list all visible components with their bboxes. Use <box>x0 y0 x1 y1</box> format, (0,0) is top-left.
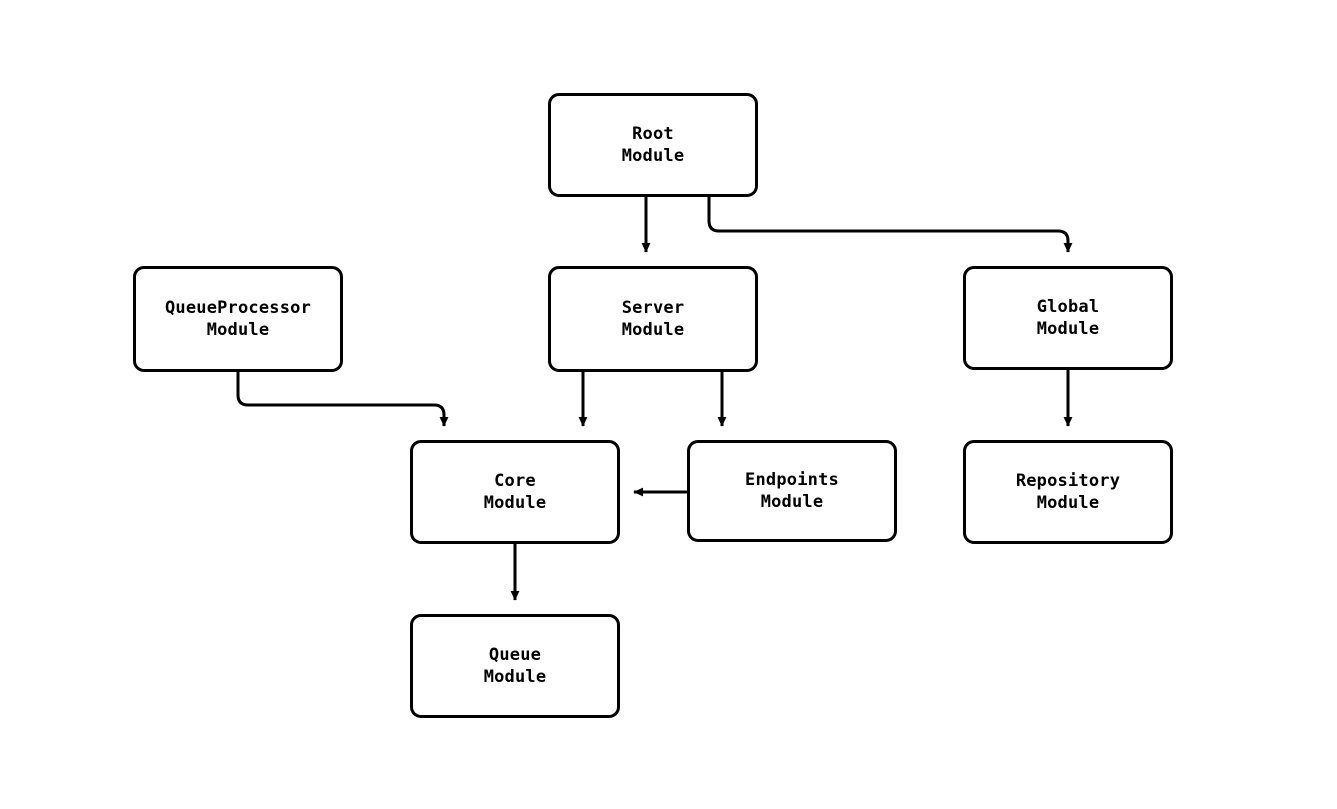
node-label-suffix: Module <box>621 146 685 166</box>
node-label-suffix: Module <box>483 667 547 687</box>
node-label-suffix: Module <box>621 320 685 340</box>
node-label-name: Repository <box>1015 471 1121 491</box>
edge-queueprocessor-to-core <box>236 372 449 427</box>
node-label-name: Global <box>1036 297 1100 317</box>
node-label-name: Endpoints <box>745 470 839 490</box>
node-label-name: Root <box>632 124 674 144</box>
node-label-suffix: Module <box>1036 493 1100 513</box>
node-label-suffix: Module <box>206 320 270 340</box>
node-label-suffix: Module <box>1036 319 1100 339</box>
node-label-name: Core <box>494 471 536 491</box>
node-label-suffix: Module <box>483 493 547 513</box>
edge-root-to-global <box>707 197 1073 253</box>
node-label-suffix: Module <box>760 492 824 512</box>
node-label-name: QueueProcessor <box>164 298 312 318</box>
node-label-name: Server <box>621 298 685 318</box>
node-label-name: Queue <box>488 645 542 665</box>
